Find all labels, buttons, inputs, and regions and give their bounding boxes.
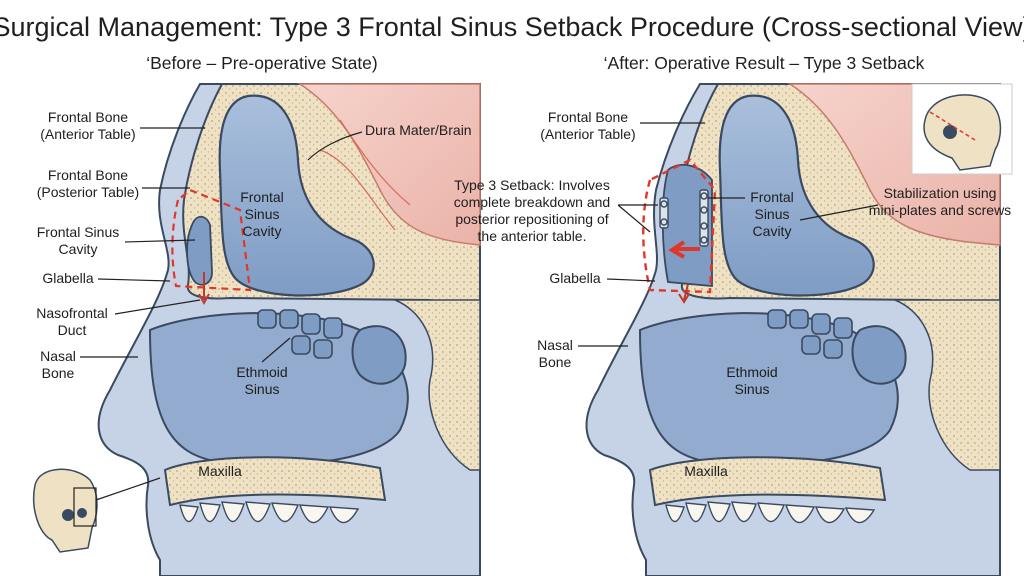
after-maxilla [648,456,887,507]
before-label-ethmoid-sinus-1: Ethmoid [236,364,287,380]
after-mini-plates [659,189,709,247]
after-label-glabella: Glabella [549,270,601,286]
before-brain [297,83,481,246]
after-label-frontal-bone-anterior-1: Frontal Bone [548,109,628,125]
before-label-frontal-bone-anterior-2: (Anterior Table) [40,126,135,142]
after-label-frontal-bone-anterior-2: (Anterior Table) [540,126,635,142]
after-panel: ‘After: Operative Result – Type 3 Setbac… [454,53,1013,576]
after-skull-inset-icon [911,83,1013,175]
before-teeth [179,501,360,524]
before-label-nasal-bone-1: Nasal [40,348,76,364]
after-label-maxilla: Maxilla [684,463,728,479]
after-teeth [665,501,876,524]
before-label-glabella: Glabella [42,270,94,286]
before-frontal-sinus-large [218,94,375,297]
before-label-frontal-sinus-center-2: Sinus [244,206,279,222]
after-labels: Frontal Bone (Anterior Table) Type 3 Set… [454,109,1011,479]
after-label-setback-note-4: the anterior table. [478,228,587,244]
before-label-ethmoid-sinus-2: Sinus [244,381,279,397]
before-label-nasofrontal-duct-2: Duct [58,322,87,338]
after-label-setback-note-1: Type 3 Setback: Involves [454,177,610,193]
before-label-frontal-bone-posterior-1: Frontal Bone [48,167,128,183]
after-setback-arrow [668,240,700,259]
after-label-ethmoid-sinus-2: Sinus [734,381,769,397]
before-label-frontal-bone-posterior-2: (Posterior Table) [37,184,139,200]
after-label-setback-note-3: posterior repositioning of [455,211,608,227]
before-label-frontal-sinus-cavity-1: Frontal Sinus [37,224,119,240]
before-label-frontal-sinus-center-3: Cavity [243,223,282,239]
after-label-frontal-sinus-center-3: Cavity [753,223,792,239]
before-label-dura-mater: Dura Mater/Brain [365,122,472,138]
before-label-nasal-bone-2: Bone [42,365,75,381]
before-dashed-outline [171,188,252,292]
before-labels: Frontal Bone (Anterior Table) Frontal Bo… [36,109,471,479]
before-label-maxilla: Maxilla [198,463,242,479]
before-label-frontal-sinus-center-1: Frontal [240,189,284,205]
before-heading: ‘Before – Pre-operative State) [146,53,378,73]
before-panel: ‘Before – Pre-operative State) [32,53,481,576]
after-label-stabilization-2: mini-plates and screws [869,202,1011,218]
before-ethmoid-cells [257,309,343,359]
after-label-stabilization-1: Stabilization using [884,185,997,201]
after-label-frontal-sinus-center-1: Frontal [750,189,794,205]
before-label-frontal-sinus-cavity-2: Cavity [59,241,98,257]
before-skull-inset-icon [32,468,161,553]
after-label-nasal-bone-1: Nasal [537,337,573,353]
after-sphenoid-sinus [851,325,907,385]
before-frontal-sinus-small [186,215,213,286]
after-label-frontal-sinus-center-2: Sinus [754,206,789,222]
after-frontal-sinus-large [718,94,875,297]
page-title: Surgical Management: Type 3 Frontal Sinu… [0,12,1024,42]
after-label-ethmoid-sinus-1: Ethmoid [726,364,777,380]
before-maxilla [163,456,387,507]
after-dashed-outline [642,158,717,294]
before-label-nasofrontal-duct-1: Nasofrontal [36,305,108,321]
after-label-setback-note-2: complete breakdown and [454,194,610,210]
before-label-frontal-bone-anterior-1: Frontal Bone [48,109,128,125]
after-ethmoid-cells [767,309,853,359]
after-label-nasal-bone-2: Bone [539,354,572,370]
after-heading: ‘After: Operative Result – Type 3 Setbac… [604,53,925,73]
before-sphenoid-sinus [351,325,407,385]
